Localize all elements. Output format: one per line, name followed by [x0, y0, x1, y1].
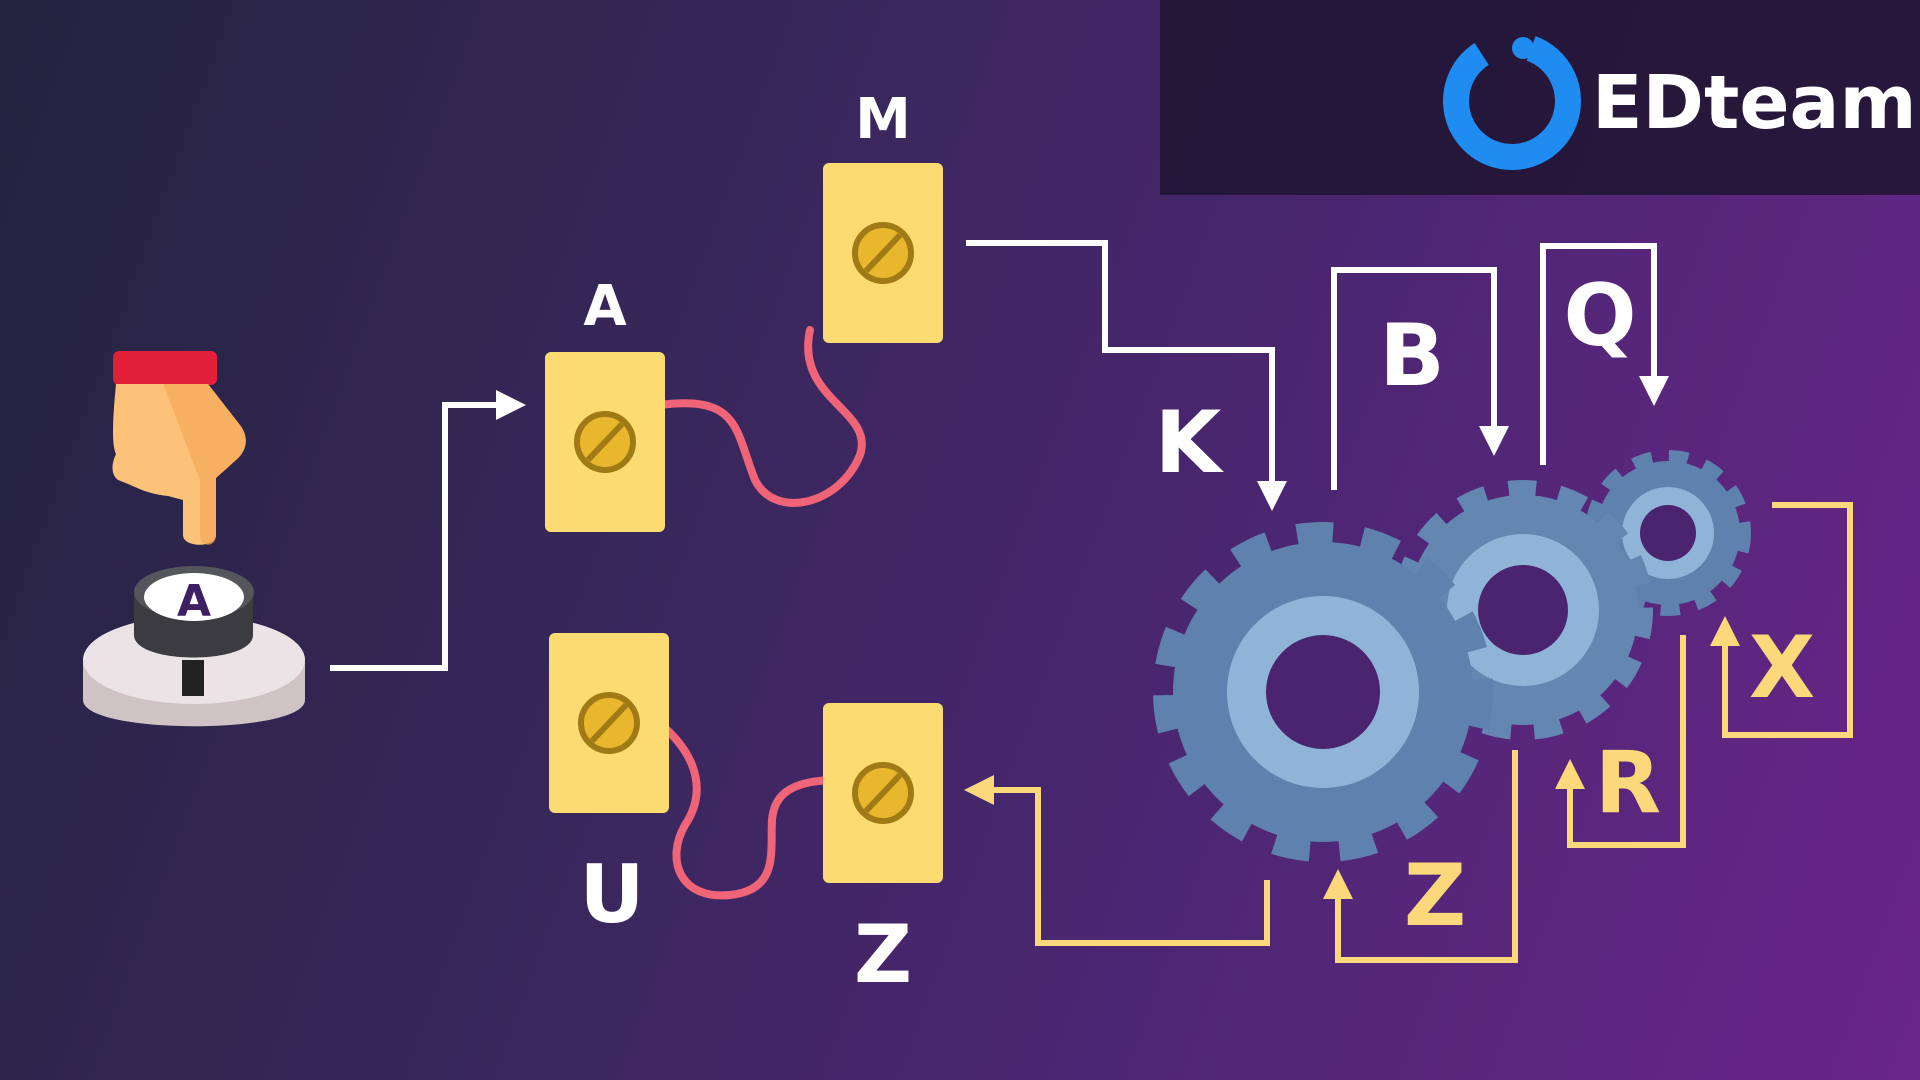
- screw-icon: [852, 222, 914, 284]
- arrow-m-to-k: [966, 240, 1287, 511]
- button-label: A: [177, 576, 211, 627]
- module-a-label: A: [583, 274, 627, 339]
- wire-a-m: [656, 326, 866, 507]
- label-x: X: [1749, 618, 1815, 718]
- label-b: B: [1379, 306, 1445, 406]
- edteam-logo-icon: [1443, 32, 1581, 170]
- module-u-label: U: [580, 848, 645, 941]
- label-k: K: [1155, 393, 1225, 493]
- arrow-z-loop: [1323, 750, 1518, 963]
- module-m: M: [823, 87, 943, 343]
- module-m-label: M: [855, 87, 911, 152]
- arrow-r-loop: [1555, 635, 1686, 848]
- arrow-gear-to-z: [964, 775, 1270, 946]
- arrow-x-loop: [1710, 502, 1853, 738]
- label-r: R: [1595, 733, 1661, 833]
- module-a: A: [545, 274, 665, 532]
- screw-icon: [578, 692, 640, 754]
- screw-icon: [574, 411, 636, 473]
- module-z: Z: [823, 703, 943, 1001]
- module-u: U: [549, 633, 669, 941]
- label-z: Z: [1404, 846, 1466, 946]
- brand-header: EDteam: [1160, 0, 1920, 195]
- hand-icon: [112, 351, 246, 545]
- arrow-q-loop: [1540, 243, 1669, 465]
- wire-u-z: [661, 724, 834, 900]
- module-z-label: Z: [854, 908, 912, 1001]
- brand-name: EDteam: [1592, 60, 1917, 146]
- push-button-icon: A: [83, 566, 305, 727]
- arrow-b-loop: [1331, 267, 1509, 490]
- gear-large-icon: [1153, 522, 1493, 862]
- screw-icon: [852, 762, 914, 824]
- label-q: Q: [1563, 266, 1636, 366]
- arrow-button-to-a: [330, 390, 526, 671]
